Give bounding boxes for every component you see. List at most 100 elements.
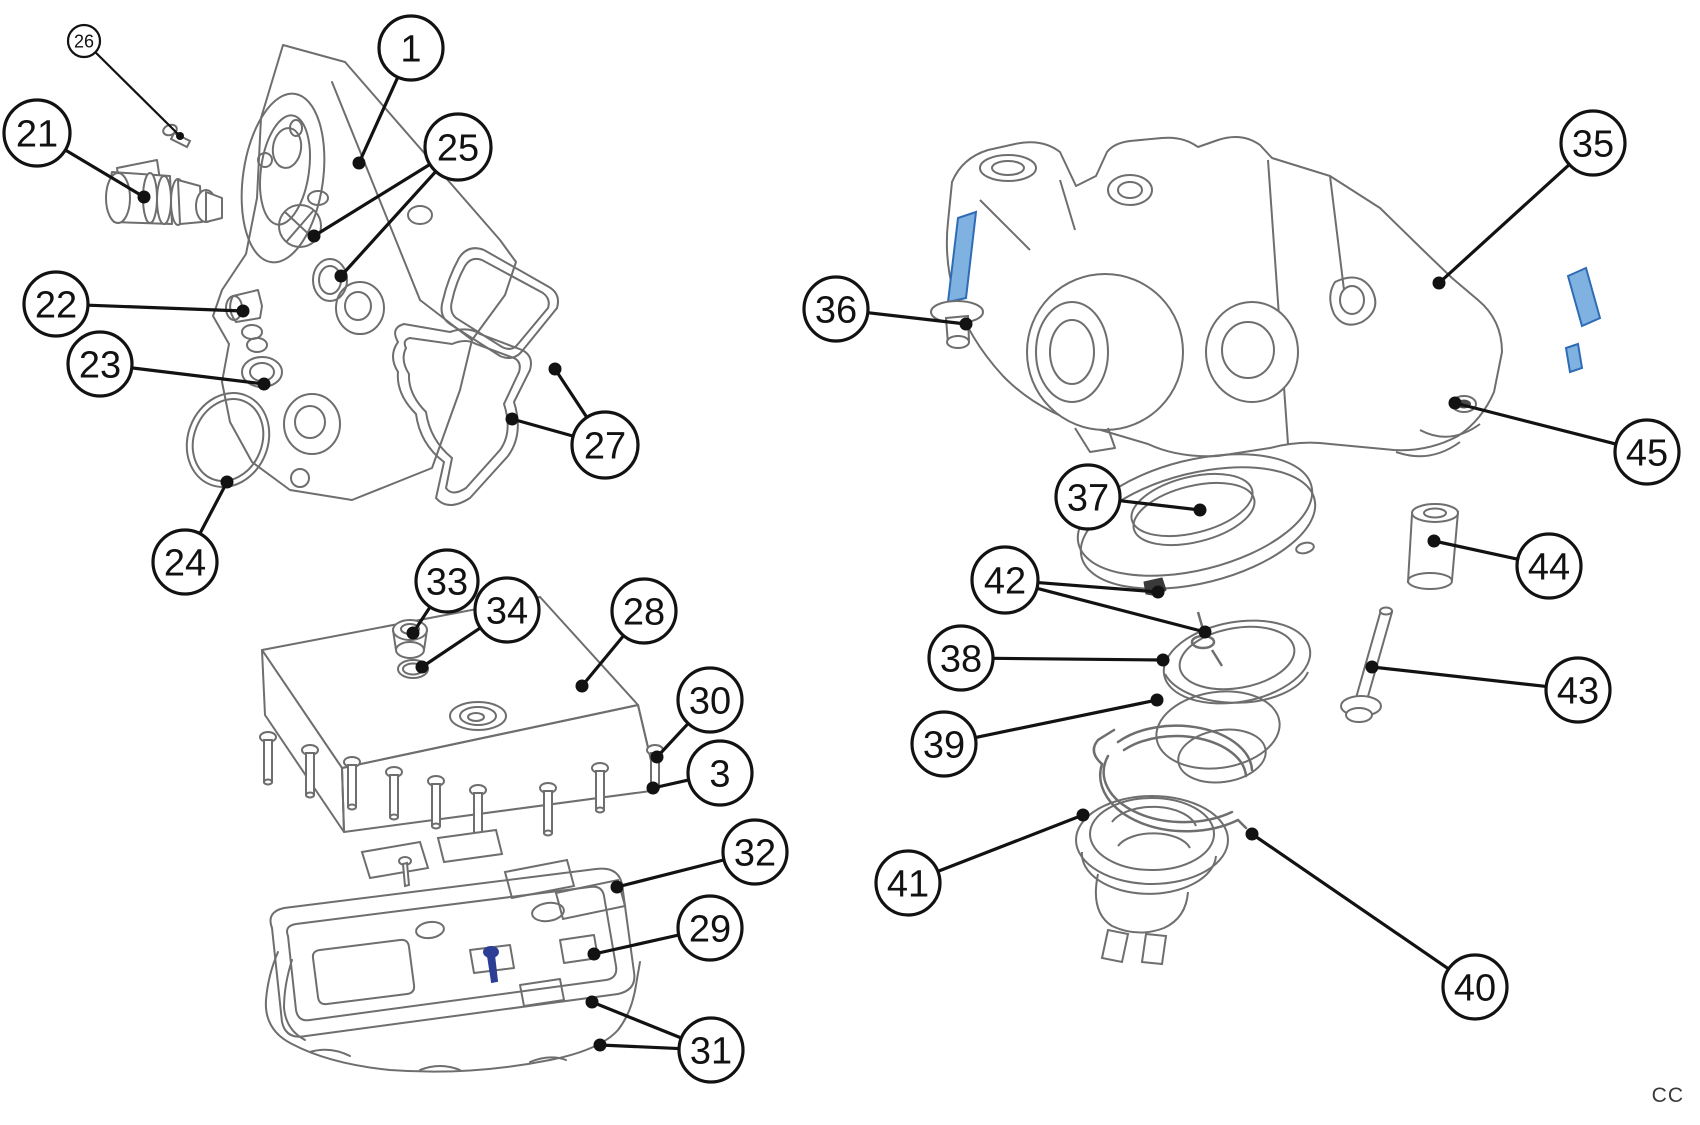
cover-fold-line <box>331 81 421 301</box>
sensor-rib-2 <box>156 175 172 225</box>
leader-line-22 <box>86 303 245 313</box>
leader-line-31 <box>598 1043 681 1051</box>
plate-cutout-1 <box>311 938 416 1006</box>
callout-number-40: 40 <box>1454 968 1496 1010</box>
leader-dot-22 <box>236 304 250 318</box>
callout-circle-30 <box>676 666 744 734</box>
leader-dot-27 <box>505 412 519 426</box>
cover-bolt <box>469 784 487 839</box>
callout-29: 29 <box>587 894 744 962</box>
callout-circle-43 <box>1544 656 1612 724</box>
callout-31: 31 <box>585 995 745 1084</box>
callout-circle-34 <box>473 576 541 644</box>
oil-pressure-sensor <box>105 159 223 226</box>
callout-circle-22 <box>22 270 90 338</box>
callout-circle-26 <box>66 23 102 59</box>
leader-line-42 <box>1036 580 1160 594</box>
housing-lower-rim <box>1395 441 1461 458</box>
leader-dot-42 <box>1151 585 1165 599</box>
callout-circle-35 <box>1559 109 1627 177</box>
callout-21: 21 <box>2 98 151 204</box>
leader-line-26 <box>94 51 182 138</box>
leader-line-27 <box>510 417 575 438</box>
callout-number-22: 22 <box>35 285 77 327</box>
leader-dot-30 <box>650 750 664 764</box>
leader-dot-1 <box>352 156 366 170</box>
cover-bolt <box>385 766 403 821</box>
callout-circle-44 <box>1515 532 1583 600</box>
cover-bolt <box>591 762 609 814</box>
callout-circle-40 <box>1441 953 1509 1021</box>
callout-42: 42 <box>970 545 1212 639</box>
bearing-boss-1 <box>335 281 385 335</box>
housing-crease-2 <box>1329 175 1345 291</box>
callout-27: 27 <box>505 362 640 480</box>
callout-number-28: 28 <box>623 592 665 634</box>
cover-bolt <box>343 756 361 811</box>
callout-circle-37 <box>1054 463 1122 531</box>
callout-number-3: 3 <box>709 754 730 796</box>
callout-circle-42 <box>970 545 1040 615</box>
callout-45: 45 <box>1448 396 1681 486</box>
flange-hole-right <box>1295 541 1315 555</box>
callout-circle-36 <box>802 275 870 343</box>
callout-number-1: 1 <box>400 29 421 71</box>
leader-dot-24 <box>220 475 234 489</box>
plate-cutout-2 <box>415 920 445 940</box>
callout-layer: 1212223242526272829330313233343536373839… <box>2 14 1681 1084</box>
clip-42b <box>1190 611 1224 667</box>
leader-dot-34 <box>415 660 429 674</box>
small-screw-26 <box>162 123 192 149</box>
housing-arm-lines <box>979 179 1076 251</box>
leader-line-24 <box>198 480 229 536</box>
thermostat-flange <box>1075 453 1317 590</box>
callout-number-45: 45 <box>1626 433 1668 475</box>
callout-41: 41 <box>874 808 1090 917</box>
callout-3: 3 <box>646 739 754 807</box>
leader-dot-25 <box>334 269 348 283</box>
callout-34: 34 <box>415 576 541 674</box>
leader-dot-41 <box>1076 808 1090 822</box>
oil-passage-gasket <box>392 322 532 506</box>
leader-line-21 <box>63 148 146 199</box>
callout-circle-3 <box>686 739 754 807</box>
cover-bolt <box>259 731 277 786</box>
water-pump-housing <box>945 135 1503 458</box>
leader-line-35 <box>1437 162 1571 285</box>
callout-number-39: 39 <box>923 725 965 767</box>
thermostat-tab-2 <box>1140 932 1168 966</box>
callout-23: 23 <box>66 330 271 398</box>
pump-snout <box>1026 273 1184 453</box>
callout-circle-33 <box>414 548 480 614</box>
leader-dot-42 <box>1198 625 1212 639</box>
callout-circle-27 <box>570 410 640 480</box>
leader-dot-3 <box>646 781 660 795</box>
callout-circle-41 <box>874 849 942 917</box>
callout-1: 1 <box>352 14 445 170</box>
leader-dot-21 <box>137 190 151 204</box>
callout-number-34: 34 <box>486 591 528 633</box>
seal-ring <box>1162 619 1312 705</box>
callout-circle-1 <box>377 14 445 82</box>
callout-circle-45 <box>1613 418 1681 486</box>
leader-dot-27 <box>548 362 562 376</box>
long-bolt-43 <box>1340 606 1394 723</box>
leader-dot-40 <box>1245 827 1259 841</box>
leader-line-32 <box>615 858 726 889</box>
pan-inner-rim <box>282 959 306 1041</box>
thermostat-spring <box>1111 805 1197 849</box>
callout-number-27: 27 <box>584 426 626 468</box>
leader-dot-25 <box>307 229 321 243</box>
bolt-hole-1 <box>257 152 273 168</box>
leader-dot-44 <box>1427 534 1441 548</box>
callout-number-37: 37 <box>1067 478 1109 520</box>
leader-line-27 <box>553 367 589 420</box>
leader-line-44 <box>1432 539 1520 561</box>
leader-line-36 <box>866 311 968 326</box>
housing-ear <box>1329 276 1377 326</box>
leader-line-41 <box>936 813 1085 874</box>
leader-dot-26 <box>176 132 184 140</box>
callout-number-29: 29 <box>689 909 731 951</box>
leader-dot-35 <box>1432 276 1446 290</box>
stud-blue-right <box>1566 266 1602 328</box>
